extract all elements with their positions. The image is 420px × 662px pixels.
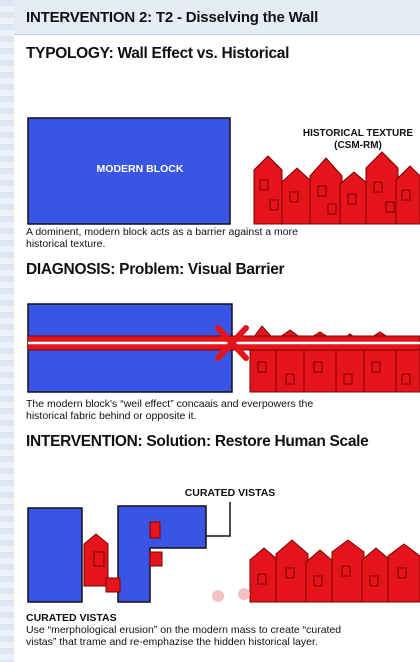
intervention-caption-line-1: Use “merphological erusion” on the moder… <box>26 624 342 636</box>
diagnosis-caption-line-2: historical fabric behind or opposite it. <box>26 410 197 422</box>
intervention-heading: INTERVENTION: Solution: Restore Human Sc… <box>26 433 369 450</box>
page-title: INTERVENTION 2: T2 - Disselving the Wall <box>26 9 319 26</box>
intervention-diagram: CURATED VISTAS <box>27 487 420 603</box>
page-edge-strip <box>0 0 14 662</box>
diagnosis-caption-line-1: The modern block's “weil effect” concaai… <box>26 398 314 410</box>
historical-texture-code: (CSM-RM) <box>334 140 382 151</box>
intervention-caption-line-2: vistas” that trame and re-emphazise the … <box>26 636 318 648</box>
typology-caption-line-2: historical texture. <box>26 238 106 250</box>
typology-diagram: MODERN BLOCK HISTORICAL TEXTURE (CSM-RM) <box>27 117 420 225</box>
historical-texture <box>249 539 420 603</box>
typology-caption: A dominent, modern block acts as a barri… <box>26 226 418 250</box>
typology-caption-line-1: A dominent, modern block acts as a barri… <box>26 226 298 238</box>
curated-vistas-callout: CURATED VISTAS <box>185 487 276 499</box>
diagnosis-diagram <box>27 303 420 393</box>
diagnosis-caption: The modern block's “weil effect” concaai… <box>26 398 418 422</box>
framed-historical-fragments <box>83 521 163 593</box>
typology-heading: TYPOLOGY: Wall Effect vs. Historical <box>26 45 290 62</box>
header-bar <box>14 0 420 35</box>
historical-texture <box>253 151 420 225</box>
modern-block-label: MODERN BLOCK <box>97 163 184 175</box>
intervention-caption: Use “merphological erusion” on the moder… <box>26 624 418 648</box>
eroded-modern-block <box>27 505 207 603</box>
modern-block <box>27 117 231 225</box>
intervention-caption-title: CURATED VISTAS <box>26 612 117 624</box>
blocked-x-icon <box>215 325 249 361</box>
diagnosis-heading: DIAGNOSIS: Problem: Visual Barrier <box>26 261 285 278</box>
callout-leader-line <box>206 502 231 537</box>
view-circles <box>212 588 250 602</box>
historical-texture-label: HISTORICAL TEXTURE <box>303 128 414 139</box>
